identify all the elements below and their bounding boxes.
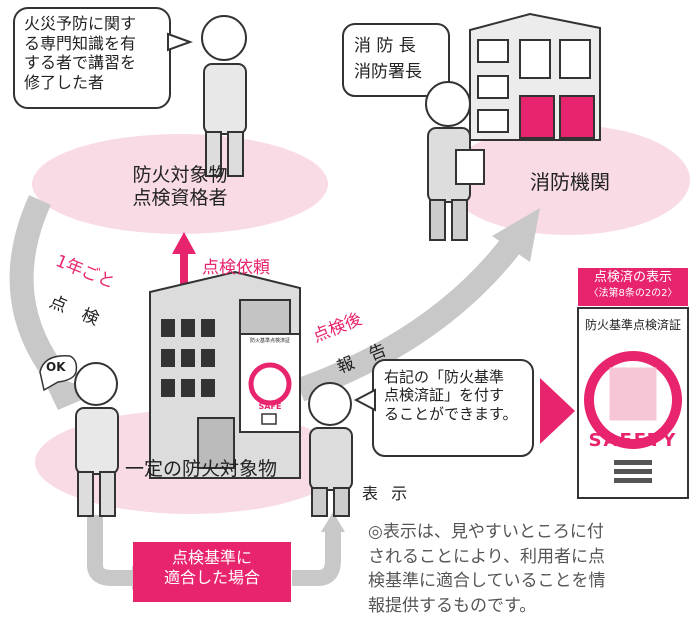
return-arrow-right-head	[321, 512, 345, 532]
held-certificate-safety: SAFE	[258, 402, 282, 411]
ok-label: OK	[46, 360, 66, 374]
certificate-card	[577, 268, 689, 499]
display-bubble-text: 右記の「防火基準 点検済証」を付す ることができます。	[384, 368, 518, 423]
certificate-header-title: 点検済の表示	[593, 270, 672, 285]
presenter-person	[308, 382, 353, 517]
pointer-triangle	[540, 378, 575, 444]
held-certificate-title: 防火基準点検済証	[249, 338, 290, 344]
qualification-bubble-shape	[13, 7, 171, 109]
report-arrow-head	[492, 208, 540, 262]
request-label: 点検依頼	[202, 258, 270, 278]
fire-station	[469, 12, 601, 141]
certificate-safety: SAFETY	[588, 430, 678, 451]
building-label: 一定の防火対象物	[124, 458, 277, 480]
fire-chief-bubble-text: 消 防 長 消防署長	[354, 36, 422, 82]
fire-agency-ellipse	[446, 125, 690, 235]
report-arrow	[295, 232, 525, 402]
request-arrow-shaft	[180, 252, 188, 294]
inspection-arrow	[9, 195, 70, 388]
return-arrow-left	[87, 515, 135, 586]
owner-person	[74, 362, 119, 517]
fire-chief-person	[425, 81, 485, 241]
fire-chief-bubble-shape	[342, 23, 450, 97]
ok-bubble-shape	[39, 355, 78, 392]
qualification-bubble-text: 火災予防に関す る専門知識を有 する者で講習を 修了した者	[24, 14, 137, 92]
display-label: 表 示	[362, 484, 412, 503]
fire-agency-label: 消防機関	[530, 170, 610, 194]
certificate-header-sub: 〈法第8条の2の2〉	[588, 288, 678, 299]
pink-condition-box-shape	[133, 542, 291, 602]
request-arrow-head	[172, 232, 196, 254]
return-arrow-right	[292, 530, 341, 586]
held-certificate	[239, 333, 301, 433]
qualification-bubble-tail	[167, 32, 193, 52]
pink-condition-box-text: 点検基準に 適合した場合	[163, 548, 260, 587]
footnote: ◎表示は、見やすいところに付 されることにより、利用者に点 検基準に適合している…	[368, 522, 606, 616]
inspector-person	[201, 15, 247, 177]
display-bubble-tail	[353, 388, 376, 412]
certificate-title: 防火基準点検済証	[584, 318, 681, 332]
inspector-ellipse-label: 防火対象物 点検資格者	[132, 164, 228, 210]
inspector-ellipse	[32, 134, 328, 234]
